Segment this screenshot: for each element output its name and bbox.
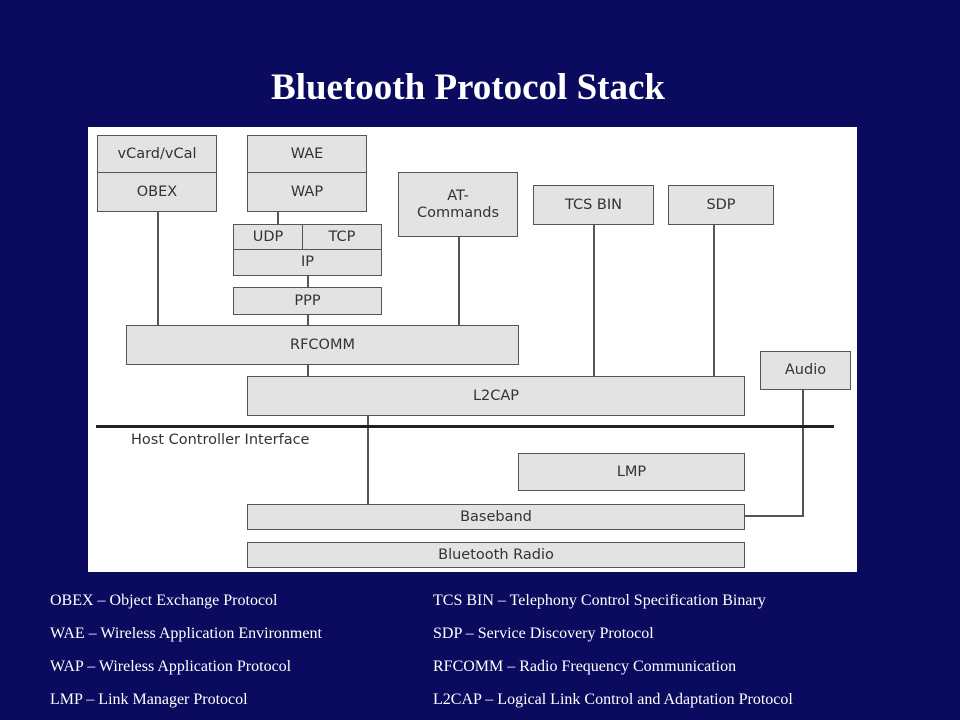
bluetooth-radio-box: Bluetooth Radio	[247, 542, 745, 568]
baseband-box: Baseband	[247, 504, 745, 530]
connector-at-rfcomm	[458, 236, 460, 325]
rfcomm-box: RFCOMM	[126, 325, 519, 365]
legend-l2cap: L2CAP – Logical Link Control and Adaptat…	[433, 691, 793, 708]
wae-box: WAE	[247, 135, 367, 173]
wap-box: WAP	[247, 172, 367, 212]
connector-obex-rfcomm	[157, 211, 159, 325]
connector-l2cap-baseband	[367, 415, 369, 504]
connector-tcs-l2cap	[593, 224, 595, 376]
legend-tcs-bin: TCS BIN – Telephony Control Specificatio…	[433, 592, 766, 609]
connector-ppp-rfcomm	[307, 314, 309, 325]
connector-sdp-l2cap	[713, 224, 715, 376]
hci-label: Host Controller Interface	[131, 432, 310, 448]
obex-box: OBEX	[97, 172, 217, 212]
l2cap-box: L2CAP	[247, 376, 745, 416]
tcs-bin-box: TCS BIN	[533, 185, 654, 225]
connector-audio-baseband	[744, 515, 804, 517]
protocol-stack-diagram: vCard/vCal OBEX WAE WAP UDP TCP IP PPP A…	[88, 127, 857, 572]
connector-wap-udp	[277, 211, 279, 225]
tcp-box: TCP	[302, 224, 382, 250]
legend-wae: WAE – Wireless Application Environment	[50, 625, 322, 642]
legend-wap: WAP – Wireless Application Protocol	[50, 658, 292, 675]
legend-rfcomm: RFCOMM – Radio Frequency Communication	[433, 658, 737, 675]
connector-ip-ppp	[307, 275, 309, 287]
hci-divider	[96, 425, 834, 428]
audio-box: Audio	[760, 351, 851, 390]
lmp-box: LMP	[518, 453, 745, 491]
connector-audio-down	[802, 389, 804, 516]
udp-box: UDP	[233, 224, 303, 250]
vcard-box: vCard/vCal	[97, 135, 217, 173]
legend-sdp: SDP – Service Discovery Protocol	[433, 625, 654, 642]
connector-rfcomm-l2cap	[307, 364, 309, 376]
ip-box: IP	[233, 249, 382, 276]
at-commands-box: AT- Commands	[398, 172, 518, 237]
sdp-box: SDP	[668, 185, 774, 225]
page-title: Bluetooth Protocol Stack	[271, 67, 665, 108]
legend-obex: OBEX – Object Exchange Protocol	[50, 592, 278, 609]
ppp-box: PPP	[233, 287, 382, 315]
legend-lmp: LMP – Link Manager Protocol	[50, 691, 248, 708]
